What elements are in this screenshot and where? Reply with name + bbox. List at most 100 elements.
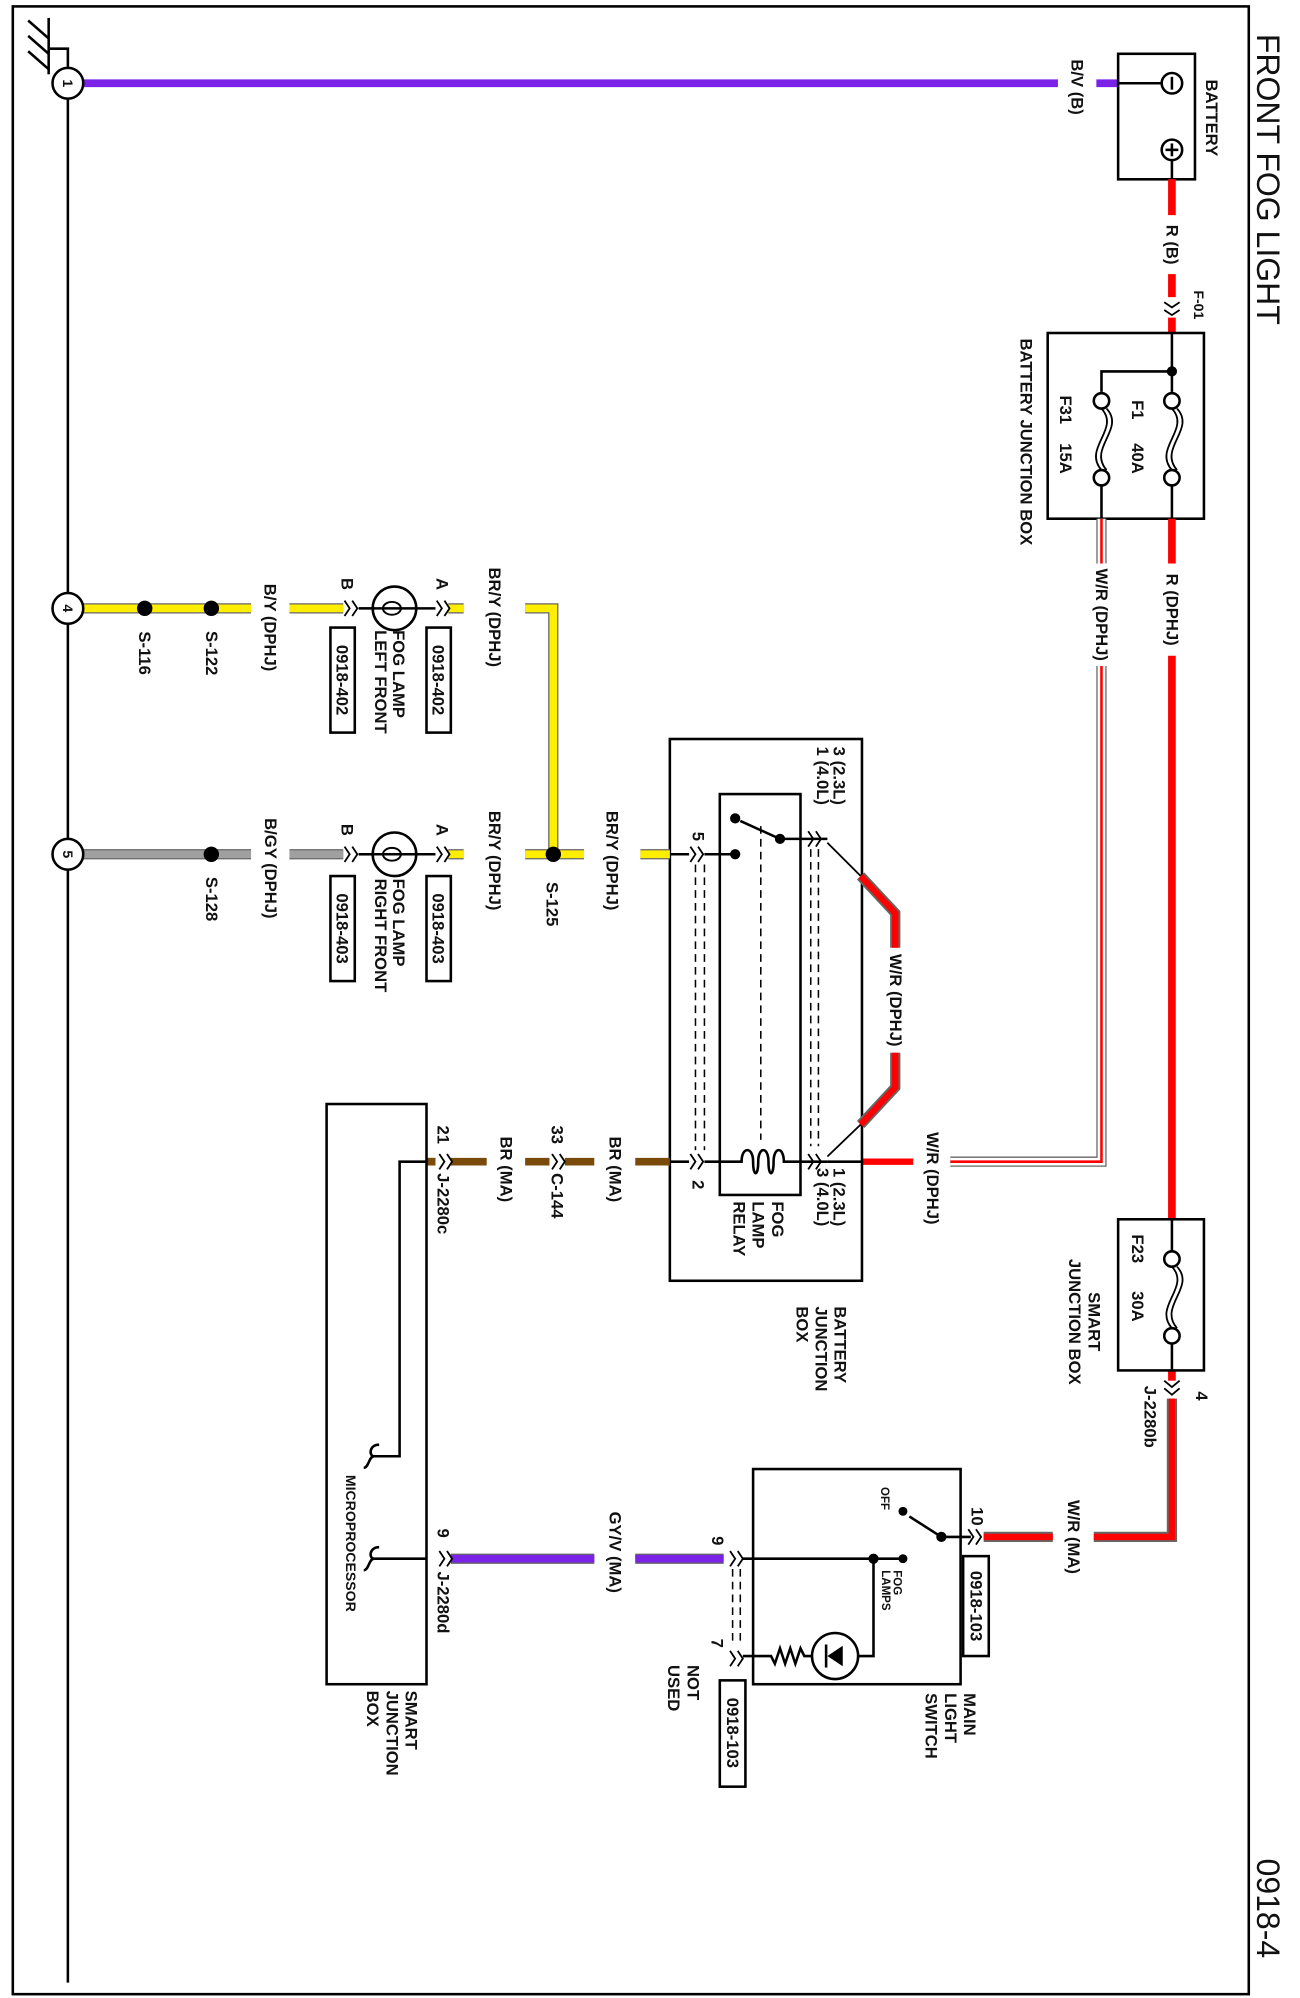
relay-label-1: FOG [768, 1201, 787, 1237]
page-title: FRONT FOG LIGHT [1250, 34, 1286, 325]
relay-pin-5: 5 [689, 832, 708, 841]
relay-pin-bottom-1: 1 (2.3L) [829, 1168, 848, 1226]
splice-s116 [137, 600, 153, 617]
fuse-f1-rating: 40A [1128, 443, 1147, 474]
smart-jb-upper-label-2: JUNCTION BOX [1065, 1259, 1084, 1385]
fuse-f23-id: F23 [1128, 1234, 1147, 1263]
relay-coil-icon [704, 1148, 828, 1175]
page-number: 0918-4 [1250, 1859, 1286, 1959]
fog-lamp-left-pin-a: A [432, 578, 451, 590]
wire-label-w-r-dphj-jog: W/R (DPHJ) [886, 954, 905, 1046]
not-used-1: NOT [683, 1665, 702, 1700]
splice-s116-label: S-116 [135, 631, 154, 674]
fuse-f1-id: F1 [1128, 400, 1147, 419]
wire-label-br-y-relay: BR/Y (DPHJ) [603, 811, 622, 911]
ground-node-1: 1 [51, 66, 85, 100]
smart-jb-lower-label-3: BOX [363, 1691, 382, 1727]
switch-fog-lamps-1: FOG [891, 1570, 903, 1595]
relay-pin-2: 2 [689, 1180, 708, 1189]
wire-label-w-r-dphj-relay-in: W/R (DPHJ) [923, 1132, 942, 1224]
svg-text:0918-103: 0918-103 [723, 1698, 742, 1768]
microprocessor-input-icon-2 [363, 1545, 380, 1572]
ground-symbol-icon [27, 17, 70, 75]
ground-node-4: 4 [51, 591, 85, 626]
battery-junction-box-label: BATTERY JUNCTION BOX [1016, 338, 1035, 545]
wire-label-w-r-ma: W/R (MA) [1064, 1500, 1083, 1574]
j2280d-pin: 9 [434, 1528, 453, 1537]
relay-pin-bottom-2: 3 (4.0L) [813, 1168, 832, 1226]
fuse-f1-icon [1162, 391, 1184, 519]
wire-label-r-dphj: R (DPHJ) [1162, 574, 1181, 646]
j2280b-pin: 4 [1192, 1391, 1211, 1401]
not-used-2: USED [664, 1665, 683, 1711]
smart-jb-lower-label-2: JUNCTION [382, 1691, 401, 1776]
connector-ref-0918-402-b[interactable]: 0918-402 [329, 626, 357, 734]
fog-lamp-left-label-1: FOG LAMP [389, 630, 408, 718]
fog-lamp-left-icon [371, 585, 418, 632]
c144-pin: 33 [548, 1126, 567, 1145]
fog-lamp-left-pin-b: B [338, 578, 357, 590]
relay-box-label-2: JUNCTION [811, 1306, 830, 1391]
indicator-led-icon [810, 1631, 860, 1681]
wire-label-r-b: R (B) [1162, 225, 1181, 265]
fuse-f23-rating: 30A [1128, 1291, 1147, 1322]
switch-pin-9: 9 [708, 1536, 727, 1545]
fog-lamp-right-icon [371, 831, 418, 878]
j2280c-pin: 21 [434, 1126, 453, 1145]
resistor-icon [742, 1644, 813, 1668]
main-switch-arm[interactable] [908, 1515, 943, 1539]
svg-text:5: 5 [60, 850, 76, 858]
splice-s125-label: S-125 [543, 882, 562, 926]
fog-lamp-right-pin-b: B [338, 824, 357, 836]
svg-text:0918-103: 0918-103 [966, 1571, 985, 1641]
battery-label: BATTERY [1202, 79, 1221, 156]
wire-label-b-y: B/Y (DPHJ) [261, 584, 280, 672]
smart-jb-lower-label-1: SMART [402, 1691, 421, 1750]
fuse-f31-rating: 15A [1056, 443, 1075, 474]
connector-ref-0918-403-b[interactable]: 0918-403 [329, 874, 357, 983]
smart-junction-box-lower [325, 1102, 428, 1686]
connector-ref-0918-103-lower[interactable]: 0918-103 [718, 1679, 747, 1788]
smart-jb-upper-label-1: SMART [1084, 1292, 1103, 1351]
relay-label-2: LAMP [749, 1201, 768, 1248]
wire-label-w-r-dphj-vertical: W/R (DPHJ) [1092, 569, 1111, 661]
connector-ref-0918-403-a[interactable]: 0918-403 [425, 874, 453, 983]
svg-text:0918-402: 0918-402 [332, 645, 351, 715]
connector-ref-0918-103-upper[interactable]: 0918-103 [961, 1554, 991, 1658]
j2280b-label: J-2280b [1141, 1386, 1160, 1448]
switch-off-label: OFF [878, 1487, 890, 1510]
fog-lamp-right-label-2: RIGHT FRONT [371, 879, 390, 993]
battery-box [1116, 52, 1197, 181]
j2280d-label: J-2280d [434, 1572, 453, 1634]
splice-s122-label: S-122 [202, 631, 221, 675]
wire-label-br-y-right: BR/Y (DPHJ) [485, 811, 504, 911]
wire-label-b-v: B/V (B) [1068, 59, 1087, 114]
relay-pin-top-1: 3 (2.3L) [829, 747, 848, 805]
battery-junction-box [1046, 331, 1206, 520]
fuse-f31-icon [1092, 391, 1113, 519]
splice-s128-label: S-128 [202, 877, 221, 921]
wire-br-y-dphj [448, 603, 670, 860]
connector-ref-0918-402-a[interactable]: 0918-402 [425, 626, 453, 734]
connector-j2280b-icon [1163, 1379, 1181, 1396]
wire-w-r-ma [983, 1370, 1178, 1543]
j2280c-label: J-2280c [434, 1173, 453, 1234]
microprocessor-input-icon [363, 1443, 380, 1470]
microprocessor-label: MICROPROCESSOR [343, 1475, 359, 1612]
svg-text:4: 4 [60, 604, 76, 612]
fuse-f23-icon [1162, 1219, 1184, 1371]
wire-label-br-y-left: BR/Y (DPHJ) [485, 568, 504, 668]
battery-positive-icon [1160, 138, 1184, 162]
relay-box-label-3: BOX [792, 1306, 811, 1342]
switch-pin-7: 7 [708, 1639, 727, 1648]
connector-f01-icon [1163, 301, 1181, 317]
smart-junction-box-upper [1116, 1218, 1206, 1372]
main-switch-label-3: SWITCH [922, 1693, 941, 1759]
relay-pin-top-2: 1 (4.0L) [813, 747, 832, 805]
wire-label-gy-v: GY/V (MA) [605, 1512, 624, 1593]
svg-text:0918-403: 0918-403 [429, 893, 448, 963]
connector-c144-icon [551, 1153, 566, 1170]
switch-fog-lamps-2: LAMPS [879, 1570, 891, 1611]
wire-label-b-gy: B/GY (DPHJ) [261, 818, 280, 918]
main-switch-label-1: MAIN [960, 1693, 979, 1736]
